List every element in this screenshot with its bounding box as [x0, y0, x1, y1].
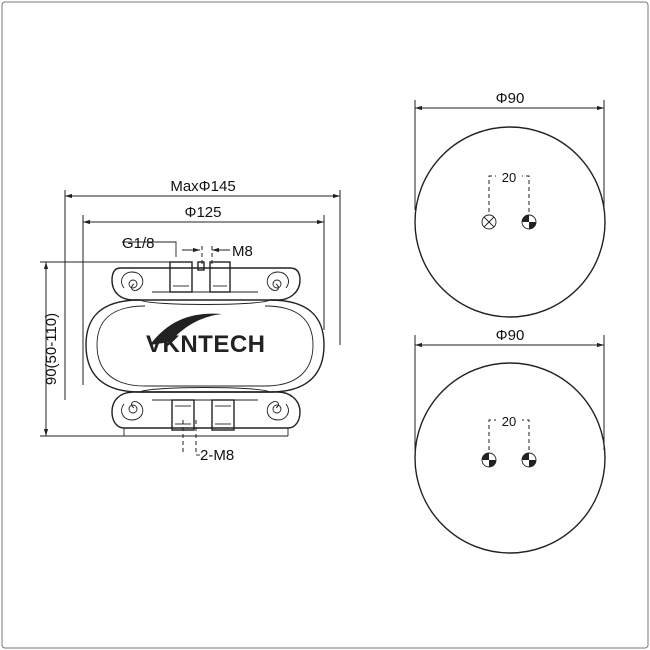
port-callout: G1/8	[122, 235, 177, 257]
bottom-plate-spacing-label: 20	[502, 414, 516, 429]
diameter-label: Φ125	[185, 204, 222, 221]
top-plate-outline	[414, 126, 606, 318]
logo-swoosh	[150, 313, 222, 345]
bottom-plate-spacing-dimension: 20	[488, 414, 530, 450]
top-right-curl-hole	[272, 279, 282, 289]
bottom-plate-view: Φ90 20	[414, 327, 606, 554]
side-view: MaxΦ145 Φ125 G1/8 M8 90(50-110)	[40, 178, 341, 464]
bottom-bolt-callout: 2-M8	[182, 420, 234, 464]
top-plate-diameter-label: Φ90	[496, 90, 525, 107]
top-left-curl-hole	[128, 279, 138, 289]
top-bead-plate	[111, 261, 301, 301]
port-label: G1/8	[122, 235, 155, 252]
top-plate-spacing-dimension: 20	[488, 170, 530, 212]
bolt-hole-icon	[481, 452, 497, 468]
brand-logo: VKNTECH	[146, 313, 266, 358]
bottom-bolt-label: 2-M8	[200, 447, 234, 464]
bottom-right-curl-hole	[272, 404, 282, 414]
top-plate-spacing-label: 20	[502, 170, 516, 185]
bolt-hole-icon	[521, 452, 537, 468]
height-dimension: 90(50-110)	[40, 261, 180, 437]
port-hole-icon	[481, 214, 497, 230]
bottom-plate-outline	[414, 362, 606, 554]
bottom-bead-plate	[111, 391, 301, 437]
bolt-hole-icon	[521, 214, 537, 230]
bottom-plate-diameter-label: Φ90	[496, 327, 525, 344]
top-bolt-callout: M8	[182, 243, 253, 268]
diameter-dimension: Φ125	[82, 204, 325, 385]
bottom-left-curl-hole	[128, 404, 138, 414]
max-diameter-dimension: MaxΦ145	[64, 178, 341, 400]
height-label: 90(50-110)	[43, 313, 60, 385]
logo-text: VKNTECH	[146, 331, 266, 358]
max-diameter-label: MaxΦ145	[170, 178, 235, 195]
top-bolt-label: M8	[232, 243, 253, 260]
top-plate-view: Φ90 20	[414, 90, 606, 318]
